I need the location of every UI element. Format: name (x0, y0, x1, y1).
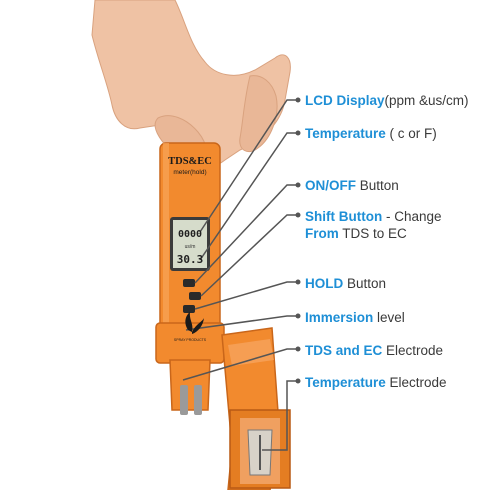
on-off-button[interactable] (183, 279, 195, 287)
callout-lcd-display: LCD Display(ppm &us/cm) (305, 92, 469, 109)
callout-rest: level (373, 310, 405, 325)
callout-key: HOLD (305, 276, 344, 291)
logo-text: SPRAY PRODUCTS (174, 338, 207, 342)
callout-temperature-electrode: Temperature Electrode (305, 374, 447, 391)
callout-rest: ( c or F) (385, 126, 437, 141)
callout-key: Immersion (305, 310, 374, 325)
device-brand: TDS&EC (168, 156, 212, 167)
callout-key: ON/OFF (305, 178, 356, 193)
callout-shift-button: Shift Button - Change (305, 208, 442, 225)
callout-rest: Electrode (382, 343, 444, 358)
lcd-temperature: 30.3 (177, 253, 204, 266)
callout-rest: Button (343, 276, 387, 291)
callout-rest: Electrode (385, 375, 447, 390)
callout-on-off-button: ON/OFF Button (305, 177, 399, 194)
temperature-electrode-inset (229, 409, 291, 489)
hold-button[interactable] (183, 305, 195, 313)
callout-key: Temperature (305, 126, 386, 141)
callout-hold-button: HOLD Button (305, 275, 386, 292)
callout-key: LCD Display (305, 93, 385, 108)
callout-key: Shift Button (305, 209, 383, 224)
shift-button[interactable] (189, 292, 201, 300)
callout-key: From (305, 226, 339, 241)
callout-rest: Button (356, 178, 399, 193)
brand-logo: SPRAY PRODUCTS (174, 312, 207, 342)
callout-key: TDS and EC (305, 343, 383, 358)
callout-rest: - Change (382, 209, 442, 224)
callout-tds-ec-electrode: TDS and EC Electrode (305, 342, 443, 359)
callout-temperature: Temperature ( c or F) (305, 125, 437, 142)
callout-key: Temperature (305, 375, 386, 390)
callout-rest: (ppm &us/cm) (384, 93, 469, 108)
callout-dots (295, 97, 301, 384)
lcd-display (170, 217, 210, 271)
callout-immersion-level: Immersion level (305, 309, 405, 326)
device-model: meter(hold) (173, 169, 206, 176)
lcd-unit: us/m (185, 244, 196, 250)
lcd-top-reading: 0000 (178, 229, 202, 240)
callout-rest: TDS to EC (338, 226, 407, 241)
callout-lines (182, 99, 298, 451)
callout-shift-button-line2: From TDS to EC (305, 225, 407, 242)
